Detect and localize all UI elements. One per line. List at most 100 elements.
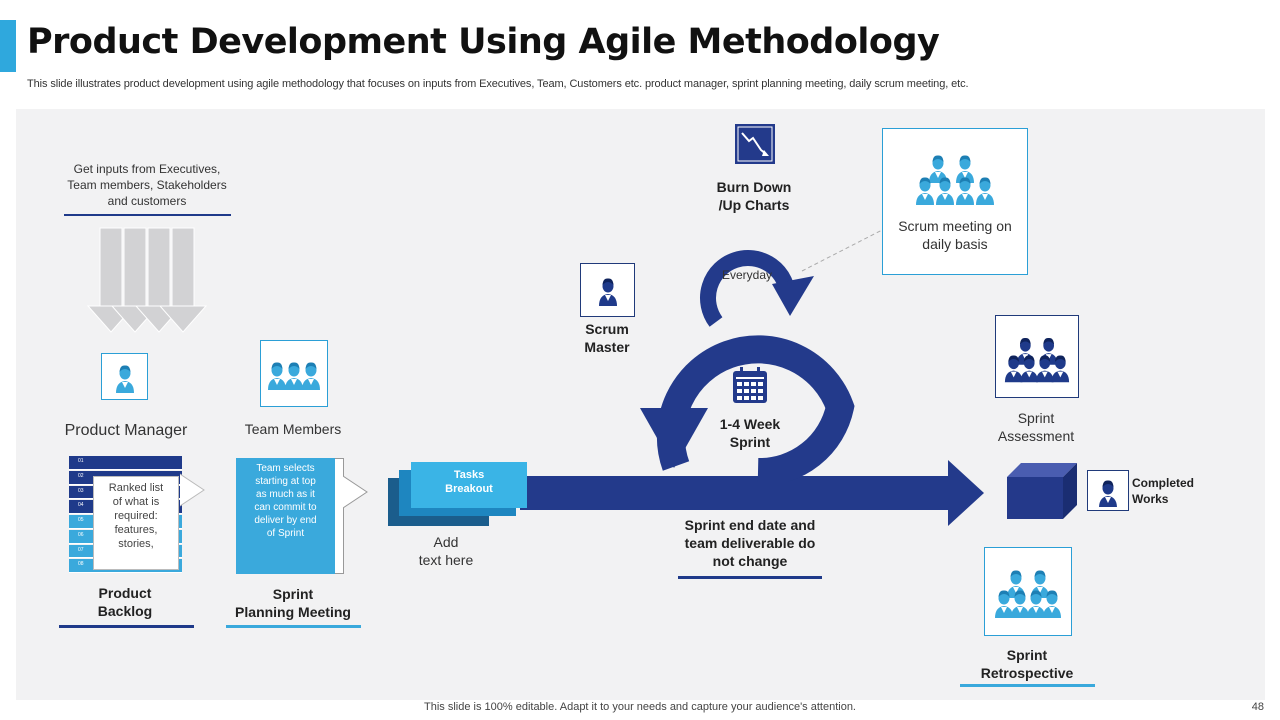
product-backlog-underline — [59, 625, 194, 628]
backlog-callout-line: Ranked list — [108, 482, 164, 494]
group-icon — [1004, 337, 1070, 382]
sprint-assessment-icon-box — [995, 315, 1079, 398]
scrum-meeting-text-line: Scrum meeting on — [898, 218, 1012, 234]
sprint-planning-underline — [226, 625, 361, 628]
team-members-icon-box — [260, 340, 328, 407]
person-icon — [1099, 479, 1117, 507]
sprint-end-text: Sprint end date and team deliverable do … — [685, 516, 816, 570]
sprint-retrospective-underline — [960, 684, 1095, 687]
team-icon — [268, 361, 320, 390]
backlog-row-number: 07 — [78, 546, 84, 553]
sprint-planning-text-line: Team selects — [256, 463, 315, 474]
sprint-cycle-label-line: 1-4 Week — [719, 416, 781, 432]
team-members-label: Team Members — [244, 421, 342, 437]
sprint-cycle-graphic — [640, 250, 855, 482]
completed-works-label-line: Works — [1132, 492, 1169, 506]
backlog-callout-line: features, — [114, 524, 158, 536]
product-backlog-label-line: Backlog — [97, 603, 153, 619]
backlog-row-number: 06 — [78, 531, 84, 538]
sprint-retrospective-label: Sprint Retrospective — [981, 646, 1074, 682]
backlog-row-number: 05 — [78, 517, 84, 523]
scrum-master-icon-box — [580, 263, 635, 317]
sprint-cycle-label-line: Sprint — [729, 434, 771, 450]
tasks-add-text-line: Add — [433, 534, 459, 550]
sprint-planning-text-line: can commit to — [254, 502, 317, 513]
tasks-line: Breakout — [445, 483, 493, 495]
scrum-meeting-text-line: daily basis — [922, 236, 988, 252]
burn-down-label-line: /Up Charts — [718, 197, 790, 213]
burn-down-label-line: Burn Down — [716, 179, 792, 195]
sprint-end-text-line: Sprint end date and — [684, 517, 816, 533]
completed-works-icon-box — [1087, 470, 1129, 511]
inputs-line-2: Team members, Stakeholders — [67, 178, 227, 192]
sprint-planning-pointer — [343, 475, 368, 509]
dashed-connector — [801, 227, 887, 272]
small-loop-arrowhead — [772, 276, 814, 316]
backlog-callout-line: of what is — [112, 496, 160, 508]
backlog-row-number: 03 — [78, 487, 84, 494]
backlog-row-number: 02 — [78, 472, 84, 479]
everyday-label: Everyday — [721, 268, 773, 282]
product-backlog-label: Product Backlog — [98, 584, 152, 620]
page-number: 48 — [1251, 701, 1264, 713]
completed-works-label-line: Completed — [1132, 476, 1195, 490]
tasks-add-text-line: text here — [418, 552, 474, 568]
sprint-cycle-label: 1-4 Week Sprint — [720, 415, 780, 451]
scrum-master-label: Scrum Master — [584, 320, 629, 356]
scrum-meeting-box: Scrum meeting on daily basis — [882, 128, 1028, 275]
backlog-row-number: 08 — [78, 561, 84, 568]
tasks-line: Tasks — [453, 469, 485, 481]
scrum-master-label-line: Scrum — [585, 321, 629, 337]
backlog-row-number: 01 — [78, 458, 84, 464]
sprint-retrospective-icon-box — [984, 547, 1072, 636]
sprint-planning-back-page — [334, 458, 344, 574]
sprint-assessment-label-line: Assessment — [997, 428, 1075, 444]
backlog-row: 01 — [69, 456, 182, 470]
sprint-assessment-label: Sprint Assessment — [998, 409, 1074, 445]
backlog-callout-line: required: — [114, 510, 158, 522]
sprint-planning-label-line: Sprint — [272, 586, 314, 602]
sprint-planning-text-line: starting at top — [255, 476, 316, 487]
backlog-callout-pointer — [180, 473, 205, 507]
inputs-text: Get inputs from Executives, Team members… — [67, 161, 226, 209]
sprint-end-underline — [678, 576, 822, 579]
backlog-row-number: 04 — [78, 502, 84, 509]
calendar-icon — [733, 367, 767, 403]
sprint-end-text-line: not change — [712, 553, 788, 569]
sprint-assessment-label-line: Sprint — [1017, 410, 1055, 426]
sprint-planning-text-line: as much as it — [256, 489, 315, 500]
gray-down-arrow — [86, 227, 136, 333]
sprint-planning-label-line: Planning Meeting — [235, 604, 351, 620]
tasks-breakout-box: Tasks Breakout — [411, 462, 527, 508]
burn-down-chart-icon — [735, 124, 775, 164]
main-flow-arrow — [520, 460, 984, 526]
input-arrows-graphic — [86, 227, 208, 333]
group-icon — [995, 569, 1061, 618]
page-subtitle: This slide illustrates product developme… — [27, 78, 969, 90]
gray-down-arrow — [158, 227, 208, 333]
sprint-planning-text-line: deliver by end — [254, 515, 317, 526]
scrum-meeting-text: Scrum meeting on daily basis — [898, 217, 1012, 253]
sprint-planning-label: Sprint Planning Meeting — [235, 585, 351, 621]
backlog-callout: Ranked list of what is required: feature… — [93, 476, 179, 570]
sprint-retrospective-label-line: Sprint — [1006, 647, 1048, 663]
cube-graphic — [1007, 463, 1077, 519]
scrum-master-label-line: Master — [584, 339, 630, 355]
sprint-retrospective-label-line: Retrospective — [980, 665, 1074, 681]
sprint-end-text-line: team deliverable do — [684, 535, 816, 551]
tasks-add-text: Add text here — [419, 533, 473, 569]
product-manager-icon-box — [101, 353, 148, 400]
footer-text: This slide is 100% editable. Adapt it to… — [424, 701, 856, 713]
big-loop-arrowhead — [640, 408, 708, 468]
sprint-planning-text-line: of Sprint — [266, 528, 305, 539]
page-title: Product Development Using Agile Methodol… — [27, 22, 940, 62]
person-icon — [115, 364, 134, 393]
burn-down-label: Burn Down /Up Charts — [717, 178, 792, 214]
title-accent-bar — [0, 20, 16, 72]
person-icon — [598, 278, 617, 306]
completed-works-label: Completed Works — [1132, 475, 1194, 507]
backlog-callout-line: stories, — [118, 538, 154, 550]
product-manager-label: Product Manager — [64, 422, 188, 439]
inputs-line-3: and customers — [107, 194, 187, 208]
group-icon — [916, 155, 994, 205]
